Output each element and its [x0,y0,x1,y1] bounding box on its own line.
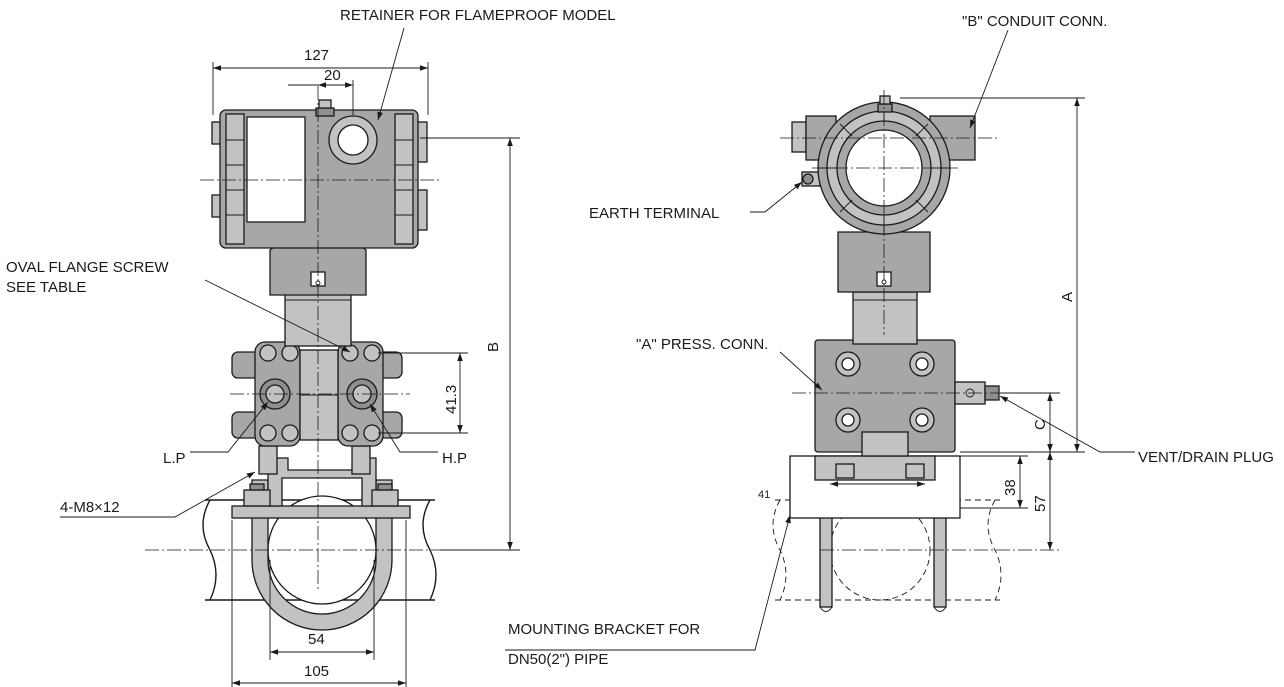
label-press-conn: "A" PRESS. CONN. [636,336,768,353]
nameplate [246,116,306,223]
label-retainer: RETAINER FOR FLAMEPROOF MODEL [340,7,616,24]
label-bracket-1: MOUNTING BRACKET FOR [508,621,700,638]
dimension-b: B [485,342,502,352]
dimension-41-3: 41.3 [443,385,460,414]
bracket-side [789,455,961,519]
dimension-41: 41 [758,489,770,501]
dimension-38: 38 [1002,479,1019,496]
mounting-plate [231,505,411,519]
front-view [60,27,520,687]
dimension-127: 127 [304,47,329,64]
dimension-c: C [1032,419,1049,430]
label-bolt: 4-M8×12 [60,499,120,516]
dimension-105: 105 [304,663,329,680]
label-vent-drain: VENT/DRAIN PLUG [1138,449,1274,466]
label-low-pressure: L.P [163,450,186,467]
label-high-pressure: H.P [442,450,467,467]
dimension-54: 54 [308,631,325,648]
dimension-a: A [1059,292,1076,302]
label-oval-flange-2: SEE TABLE [6,279,86,296]
housing-front [211,99,428,249]
dimension-57: 57 [1032,495,1049,512]
conduit-conn-left [791,121,807,153]
label-earth-terminal: EARTH TERMINAL [589,205,719,222]
capsule-side [814,339,1000,457]
label-oval-flange-1: OVAL FLANGE SCREW [6,259,169,276]
dimension-20: 20 [324,67,341,84]
side-view [505,29,1135,651]
label-bracket-2: DN50(2") PIPE [508,651,608,668]
label-conduit: "B" CONDUIT CONN. [962,13,1107,30]
